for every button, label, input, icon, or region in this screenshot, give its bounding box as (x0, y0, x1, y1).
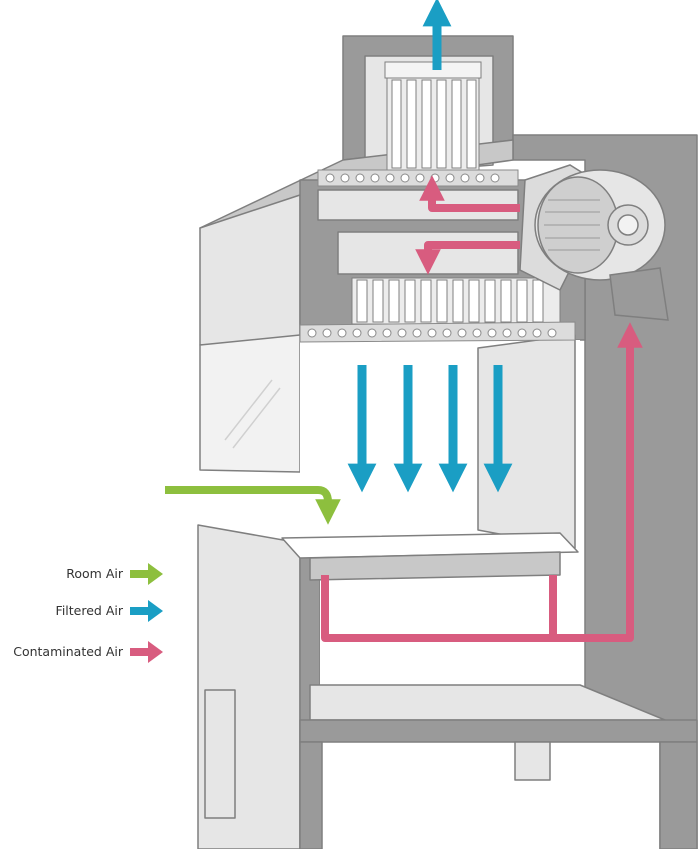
supply-hepa-filter (351, 277, 561, 325)
work-surface-body (309, 551, 561, 581)
legend-item-filtered-air: Filtered Air (56, 600, 163, 622)
blower-to-supply-arrow (415, 241, 520, 275)
chamber-right-wall (477, 334, 576, 549)
room-air-inflow-arrow (165, 486, 341, 525)
legend-item-contaminated-air: Contaminated Air (13, 641, 163, 663)
work-surface-top (281, 532, 579, 559)
sash-window (199, 334, 301, 473)
leg-back-right (659, 741, 698, 849)
supply-diffuser (299, 321, 576, 343)
exhaust-hepa-filter (384, 61, 482, 171)
blower-fan (519, 164, 669, 321)
return-loop (321, 322, 643, 642)
room-air-flow (165, 486, 341, 525)
contaminated-air-flows (321, 175, 643, 642)
sash-glare (224, 379, 281, 449)
filtered-air-legend-arrow-icon (130, 600, 163, 622)
legend: Room Air Filtered Air Contaminated Air (13, 563, 163, 663)
room-air-legend-arrow-icon (130, 563, 163, 585)
filtered-air-flows (347, 0, 513, 493)
legend-label-contaminated-air: Contaminated Air (13, 644, 124, 659)
legend-label-filtered-air: Filtered Air (56, 603, 124, 618)
leg-back-left (514, 741, 551, 781)
base-frame (299, 719, 698, 743)
legend-item-room-air: Room Air (66, 563, 163, 585)
front-upper-panel (199, 194, 301, 346)
blower-to-exhaust-arrow (419, 175, 520, 212)
leg-front-left (204, 689, 236, 819)
exhaust-grille (317, 169, 519, 187)
legend-label-room-air: Room Air (66, 566, 124, 581)
contaminated-air-legend-arrow-icon (130, 641, 163, 663)
leg-front-right (299, 741, 323, 849)
